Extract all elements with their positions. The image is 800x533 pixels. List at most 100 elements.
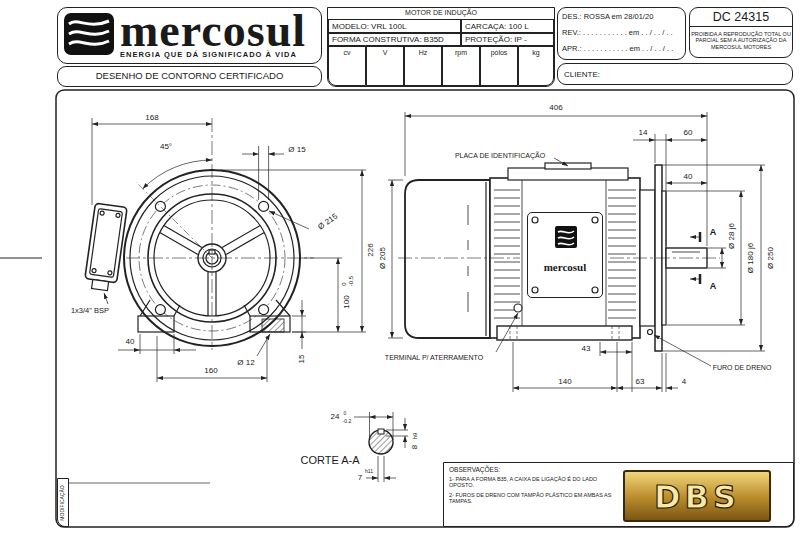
section-view-line [354, 417, 370, 418]
section-view-circle [369, 430, 393, 454]
title-cell-text: FORMA CONSTRUTIVA: B35D [332, 35, 444, 44]
dimension-value: 8 [411, 444, 419, 450]
rating-cell-text: kg [520, 49, 552, 57]
sheet-frame [0, 90, 794, 527]
side-dimensions-line [666, 134, 667, 246]
dimension-value: 24 [330, 413, 341, 421]
dimension-value: 226 [367, 242, 375, 257]
front-dimensions-line [174, 350, 196, 351]
part-callout: FURO DE DRENO [712, 364, 773, 371]
notes-box-text: 2- FUROS DE DRENO COM TAMPÃO PLÁSTICO EM… [449, 492, 621, 505]
side-view-rect [555, 226, 577, 248]
front-dimensions-line [157, 378, 267, 379]
side-dimensions-line [666, 183, 707, 184]
dimension-value: 168 [144, 114, 159, 122]
drawing-type-box-text: DESENHO DE CONTORNO CERTIFICADO [59, 71, 320, 82]
logo-icon-path [69, 41, 109, 44]
side-dimensions-line [513, 388, 617, 389]
center-line-line [126, 258, 314, 259]
rating-cell-text: rpm [444, 49, 478, 57]
side-dimensions-line [708, 248, 726, 249]
motor-data-block-text: MOTOR DE INDUÇÃO [329, 9, 553, 17]
dimension-value: Ø 12 [236, 359, 255, 367]
side-dimensions-line [666, 140, 707, 141]
side-dimensions-line [617, 342, 618, 392]
center-line-line [610, 258, 720, 259]
dimension-value: h9 [412, 432, 418, 441]
front-dimensions-line [269, 211, 309, 229]
side-dimensions-line [655, 134, 656, 163]
dimension-value: Ø 28 j6 [728, 222, 736, 250]
dimension-value: 160 [203, 367, 218, 375]
section-title: CORTE A-A [299, 455, 360, 466]
logo-panel: mercosulENERGIA QUE DÁ SIGNIFICADO À VID… [57, 7, 322, 64]
side-view-line [606, 180, 607, 336]
revision-strip-text: MODIFICAÇÃO [60, 485, 66, 520]
rating-cell: rpm [442, 45, 480, 86]
side-dimensions-line [690, 279, 700, 280]
logo-icon-rect [64, 13, 114, 55]
side-view-circle [592, 217, 598, 223]
front-dimensions-line [338, 258, 339, 332]
drawing-number-box: DC 24315 [689, 7, 793, 27]
rating-cell: pólos [480, 45, 518, 86]
dimension-value: Ø 180 j6 [747, 242, 755, 274]
dimension-value: -0.5 [348, 275, 354, 287]
terminal-box-rect [85, 203, 127, 283]
side-dimensions-line [662, 353, 663, 392]
front-dimensions-line [269, 154, 284, 155]
side-dimensions-line [654, 335, 711, 366]
side-dimensions-line [600, 352, 632, 353]
dimension-value: Ø 215 [316, 212, 340, 232]
front-dimensions-line [362, 170, 363, 332]
dimension-value: 7 [357, 474, 363, 482]
logo-panel-text: mercosul [120, 10, 320, 51]
dimension-value: 140 [557, 378, 572, 386]
front-dimensions-line [140, 334, 141, 354]
side-dimensions-line [666, 353, 667, 392]
dimension-value: 100 [343, 294, 351, 309]
side-view-circle [532, 287, 538, 293]
side-dimensions-line [554, 158, 568, 166]
dimension-value: Ø 205 [379, 246, 387, 270]
dimension-value: 40 [125, 338, 136, 346]
approval-block-text: DES.: ROSSA em 28/01/20 [562, 13, 653, 22]
copyright-box: PROIBIDA A REPRODUÇÃO TOTAL OU PARCIAL S… [689, 26, 793, 58]
side-view-line [485, 182, 486, 336]
dimension-value: 60 [683, 129, 694, 137]
rating-cell: V [366, 45, 404, 86]
section-mark: A [709, 228, 718, 237]
rating-cell-text: pólos [482, 49, 516, 57]
section-view-line [384, 478, 396, 479]
side-dimensions-line [600, 342, 601, 356]
front-dimensions-line [92, 124, 212, 125]
dimension-value: 4 [681, 378, 687, 386]
part-callout: TERMINAL P/ ATERRAMENTO [384, 354, 484, 361]
side-dimensions-line [722, 248, 723, 268]
center-line [126, 118, 314, 350]
front-view-circle [155, 305, 165, 315]
front-dimensions-line [242, 154, 259, 155]
side-view-path [608, 190, 636, 318]
rating-cell: Hz [404, 45, 442, 86]
dealer-logo-text: DBS [626, 479, 768, 516]
side-dimensions-line [405, 116, 707, 117]
front-dimensions-path [143, 160, 212, 189]
front-dimensions-line [257, 334, 270, 356]
side-dimensions [388, 112, 765, 392]
nameplate: mercosul [527, 212, 603, 298]
logo-icon [64, 13, 114, 55]
side-view-circle [592, 287, 598, 293]
front-view [84, 118, 314, 350]
rating-cell-text: Hz [406, 49, 440, 57]
dimension-value: 15 [298, 354, 306, 365]
front-dimensions [92, 118, 366, 382]
front-view-path [140, 300, 290, 316]
side-dimensions-line [708, 268, 726, 269]
front-dimensions-line [104, 293, 108, 304]
side-view-path [468, 205, 469, 312]
notes-box-text: OBSERVAÇÕES: [449, 466, 500, 473]
side-dimensions-line [496, 313, 518, 352]
side-dimensions-line [663, 165, 765, 166]
